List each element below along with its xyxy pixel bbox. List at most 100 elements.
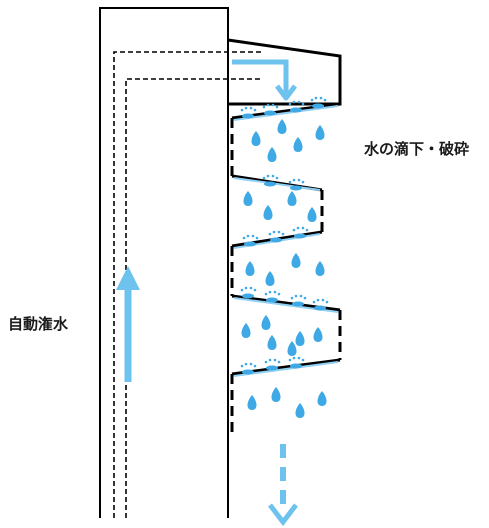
droplet-icon [241,323,251,338]
arrow-down-icon [232,59,289,96]
splash-particle [312,300,316,304]
droplet-icon [243,191,253,206]
splash-particle [272,230,276,234]
splash-base [270,237,282,243]
splash-particle [262,176,266,180]
drain-arrow [268,444,298,527]
splash-particle [294,294,298,298]
droplet-icon [277,119,287,134]
droplet-icon [247,395,257,410]
splash-particle [268,232,272,236]
column-inner-pipe-outer [113,51,262,518]
droplet-icon [265,271,275,286]
splash-base [264,110,276,116]
splash-particle [255,236,259,240]
splash-icon [242,234,259,247]
splash-base [244,241,256,247]
splash-icon [262,174,279,187]
splash-particle [273,290,277,294]
arrow-up-icon-head [116,266,140,290]
splash-particle [244,286,248,290]
splash-particle [253,364,257,368]
droplet-icon [287,191,297,206]
splash-particle [264,360,268,364]
splash-particle [240,108,244,112]
splash-particle [266,174,270,178]
splash-icon [262,103,279,116]
splash-base [242,293,254,299]
splash-base [292,301,304,307]
splash-particle [321,298,325,302]
splash-icon [290,294,307,307]
droplet-icon [263,205,273,220]
splash-particle [277,230,281,234]
splash-base [266,297,278,303]
splash-particle [281,232,285,236]
droplet-icon [287,341,297,356]
splash-particle [271,103,275,107]
splash-particle [299,294,303,298]
water-droplets [241,119,327,418]
droplet-icon [261,315,271,330]
splash-particle [244,362,248,366]
splash-particle [310,98,314,102]
splash-particle [288,102,292,106]
splash-particle [271,174,275,178]
droplet-icon [245,261,255,276]
splash-particle [244,106,248,110]
splash-particle [303,296,307,300]
droplet-icon [293,137,303,152]
column-outer-wall [99,7,229,518]
splash-icon [240,362,257,375]
splash-base [264,181,276,187]
splash-particle [262,105,266,109]
droplet-icon [291,253,301,268]
splash-particle [277,360,281,364]
splash-particle [251,234,255,238]
splash-base [294,233,306,239]
splash-particle [288,358,292,362]
splash-base [242,369,254,375]
splash-particle [264,292,268,296]
splash-icon [240,106,257,119]
splash-particle [249,106,253,110]
splash-particle [297,178,301,182]
splash-icon [288,178,305,191]
splash-particle [301,358,305,362]
irrigation-column [99,7,262,518]
splash-particle [253,108,257,112]
splash-icon [292,226,309,239]
splash-particle [277,292,281,296]
droplet-icon [295,403,305,418]
droplet-icon [251,131,261,146]
splash-particle [249,286,253,290]
splash-icon [310,96,327,109]
splash-particle [268,358,272,362]
splash-icon [264,358,281,371]
splash-particle [240,288,244,292]
splash-particle [319,96,323,100]
splash-particle [288,180,292,184]
splash-base [266,365,278,371]
splash-particle [314,96,318,100]
splash-particle [246,234,250,238]
droplet-icon [267,147,277,162]
splash-particle [301,226,305,230]
splash-particle [296,226,300,230]
splash-base [314,305,326,311]
splash-particle [297,356,301,360]
splash-particle [323,98,327,102]
splash-particle [305,228,309,232]
splash-base [312,103,324,109]
splash-particle [290,296,294,300]
splash-icon [264,290,281,303]
droplet-icon [307,207,317,222]
splash-icon [288,100,305,113]
dashed-arrow-down-icon-head [268,503,298,527]
splash-particle [275,176,279,180]
droplet-icon [295,331,305,346]
droplet-icon [313,327,323,342]
flow-arrow-up [116,266,140,382]
droplet-icon [267,335,277,350]
